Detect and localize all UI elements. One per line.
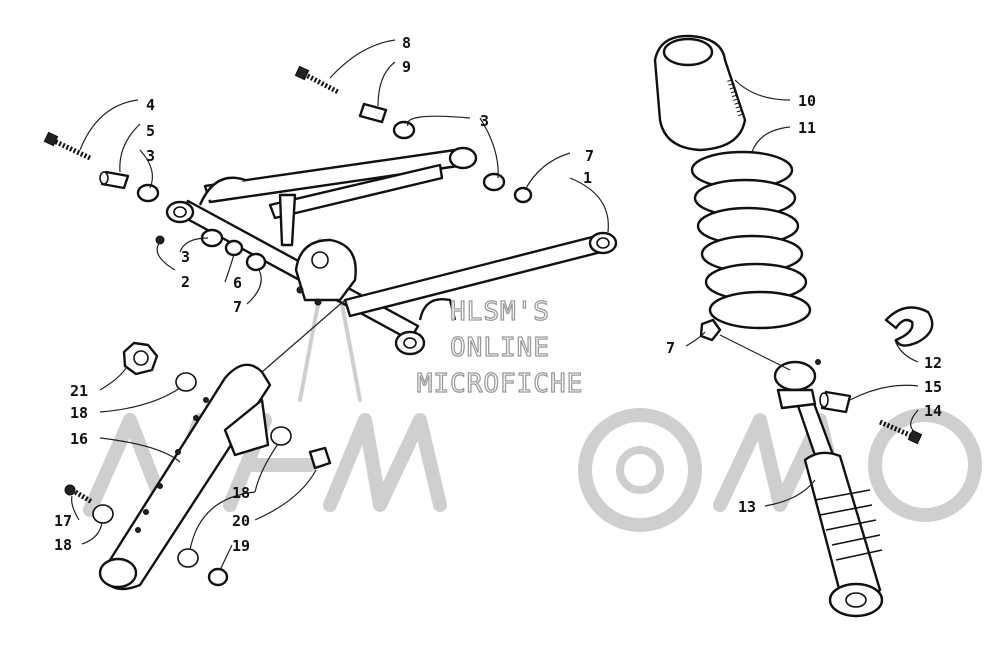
callout-1: 1 (583, 169, 592, 187)
callout-12: 12 (924, 354, 942, 372)
nut-7-upper (513, 186, 533, 204)
callout-9: 9 (402, 58, 411, 76)
callout-7-upper: 7 (585, 147, 594, 165)
bolt-14 (878, 419, 923, 445)
washer-18-lower (177, 548, 199, 568)
callout-21: 21 (70, 382, 88, 400)
bushing-5 (99, 170, 130, 190)
callout-16: 16 (70, 430, 88, 448)
nut-19 (207, 567, 229, 587)
washer-6 (224, 239, 244, 257)
washer-18-upper (175, 372, 197, 392)
bushing-15 (819, 390, 852, 414)
callout-5: 5 (146, 122, 155, 140)
callout-7-lower: 7 (233, 298, 242, 316)
torque-arm-16 (98, 363, 272, 591)
callout-3-lower: 3 (181, 248, 190, 266)
callout-3-upper: 3 (480, 112, 489, 130)
bump-stop-10 (653, 34, 747, 152)
callout-18-upper: 18 (70, 404, 88, 422)
callout-17: 17 (54, 512, 72, 530)
nut-7-lower (245, 252, 267, 272)
bolt-8 (294, 65, 340, 95)
bushing-3-upper-right (392, 120, 506, 192)
callout-18-lower: 18 (54, 536, 72, 554)
callout-2: 2 (181, 273, 190, 291)
callout-10: 10 (798, 92, 816, 110)
washer-18-right (270, 426, 292, 446)
bushing-3-upper-left (136, 183, 160, 203)
bolt-4 (43, 131, 92, 161)
callout-18-right: 18 (232, 484, 250, 502)
nut-20 (308, 446, 332, 470)
leader-lines (71, 39, 919, 571)
watermark-line-1: HLSM'S (450, 297, 550, 327)
callout-20: 20 (232, 512, 250, 530)
callout-11: 11 (798, 119, 816, 137)
watermark: HLSM'S ONLINE MICROFICHE (416, 296, 584, 399)
grease-fitting-2 (155, 235, 165, 245)
callout-6: 6 (233, 274, 242, 292)
bolt-17 (64, 484, 94, 505)
watermark-line-2: ONLINE (450, 333, 550, 363)
watermark-line-3: MICROFICHE (417, 369, 584, 399)
callout-8: 8 (402, 34, 411, 52)
callout-14: 14 (924, 402, 942, 420)
knob-21 (122, 341, 159, 376)
washer-18-left (92, 504, 114, 524)
callout-7-right: 7 (666, 339, 675, 357)
shock-absorber-13 (773, 359, 884, 618)
upper-a-arm (165, 146, 618, 356)
callout-15: 15 (924, 378, 942, 396)
nut-7-right (699, 318, 722, 342)
spring-11 (690, 150, 812, 330)
bushing-9 (358, 102, 388, 124)
callout-4: 4 (146, 96, 155, 114)
callout-3-left: 3 (146, 147, 155, 165)
retainer-12 (884, 306, 934, 347)
callout-19: 19 (232, 537, 250, 555)
callout-13: 13 (738, 498, 756, 516)
callout-numbers: 1 2 3 3 3 4 5 6 7 7 7 8 9 10 11 12 13 14… (54, 34, 942, 555)
